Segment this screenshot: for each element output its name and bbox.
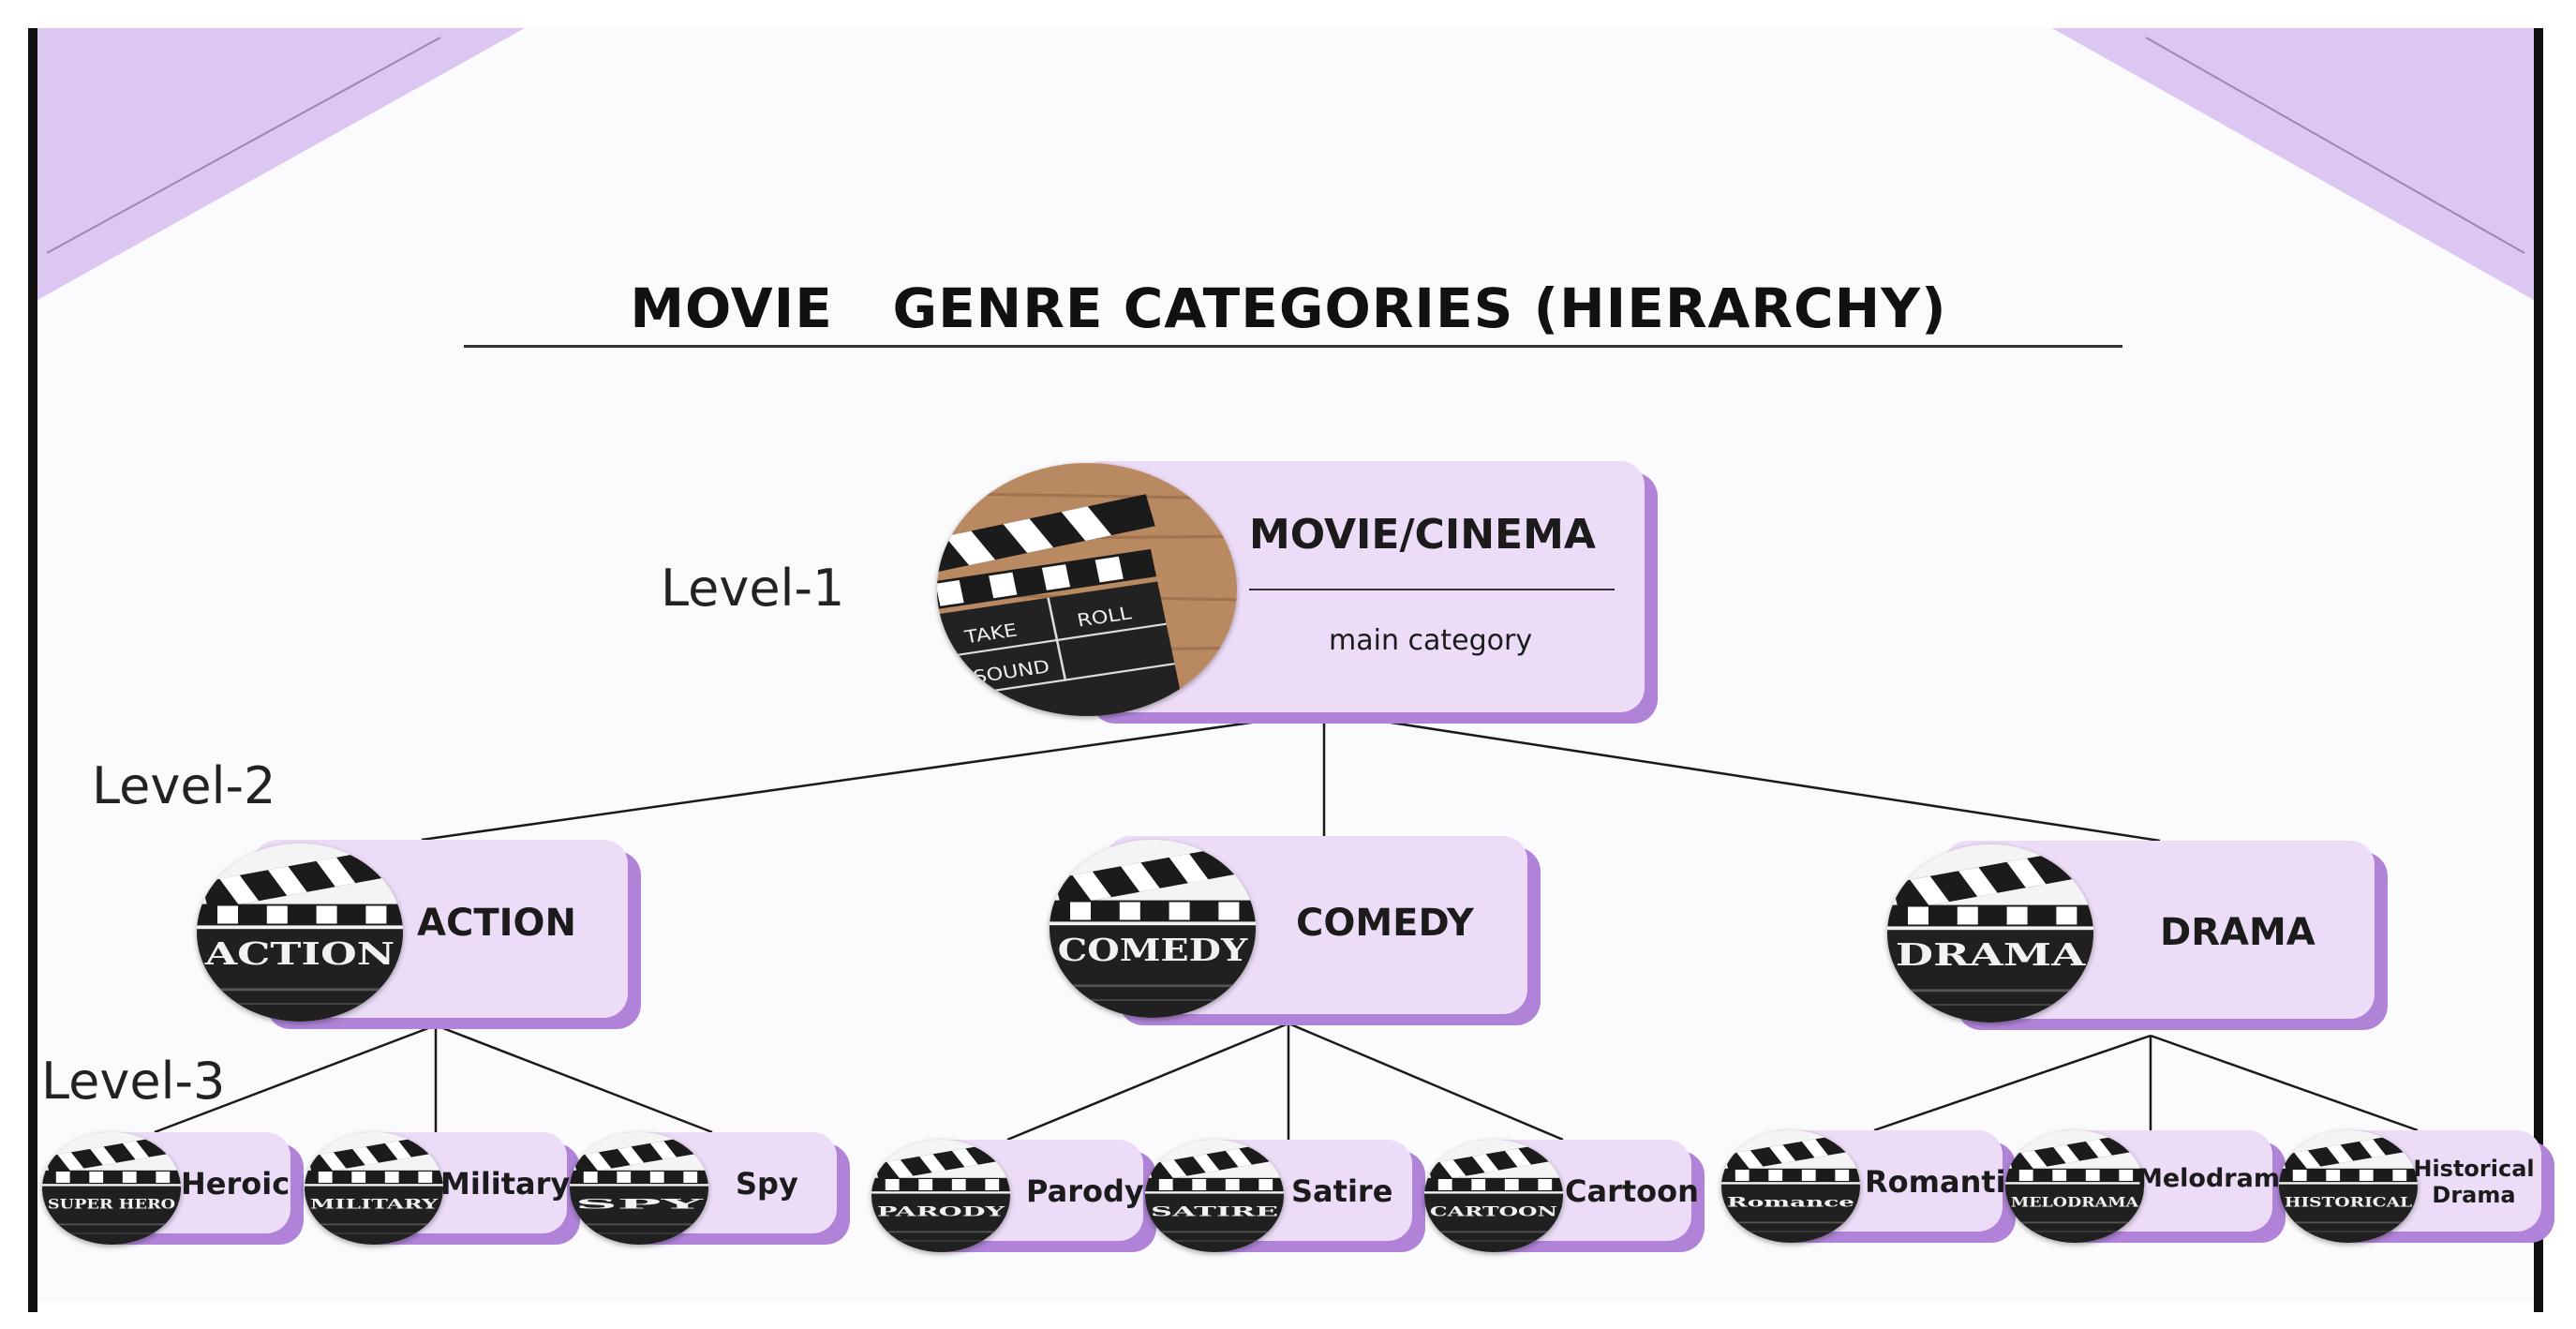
edge-comedy-to-parody bbox=[1006, 1022, 1289, 1142]
svg-text:Romance: Romance bbox=[1727, 1194, 1854, 1210]
level2-label-drama: DRAMA bbox=[2160, 911, 2315, 954]
level3-label-parody: Parody bbox=[1026, 1173, 1144, 1209]
level3-badge-spy: SPY bbox=[570, 1132, 708, 1245]
level2-badge-drama: DRAMA bbox=[1887, 844, 2093, 1023]
svg-text:PARODY: PARODY bbox=[877, 1203, 1005, 1219]
level3-badge-cartoon: CARTOON bbox=[1424, 1140, 1563, 1252]
svg-text:MILITARY: MILITARY bbox=[310, 1196, 439, 1212]
level2-label-action: ACTION bbox=[417, 902, 576, 945]
level3-label-historical-drama: Historical Drama bbox=[2413, 1156, 2535, 1208]
svg-text:MELODRAMA: MELODRAMA bbox=[2011, 1194, 2139, 1210]
root-node-divider bbox=[1249, 589, 1615, 590]
level3-label-military: Military bbox=[440, 1166, 571, 1202]
level3-label-spy: Spy bbox=[736, 1166, 798, 1202]
level3-badge-heroic: SUPER HERO bbox=[42, 1132, 181, 1245]
svg-text:SPY: SPY bbox=[575, 1196, 705, 1212]
svg-text:HISTORICAL: HISTORICAL bbox=[2285, 1194, 2412, 1210]
edge-root-to-action bbox=[421, 710, 1325, 842]
edge-drama-to-romantic bbox=[1873, 1034, 2152, 1132]
edge-action-to-spy bbox=[435, 1023, 713, 1134]
level3-badge-romantic: Romance bbox=[1721, 1130, 1860, 1243]
corner-triangle-right bbox=[2052, 28, 2534, 300]
level3-badge-parody: PARODY bbox=[871, 1140, 1010, 1252]
svg-text:SUPER HERO: SUPER HERO bbox=[48, 1196, 175, 1212]
level3-badge-melodrama: MELODRAMA bbox=[2005, 1130, 2144, 1243]
level3-badge-historical-drama: HISTORICAL bbox=[2279, 1130, 2418, 1243]
level3-label-heroic: Heroic bbox=[181, 1166, 290, 1202]
level3-label-satire: Satire bbox=[1291, 1173, 1393, 1209]
edge-action-to-heroic bbox=[154, 1023, 437, 1134]
level3-label-romantic: Romantic bbox=[1865, 1164, 2024, 1200]
svg-text:CARTOON: CARTOON bbox=[1430, 1203, 1557, 1219]
level2-label-comedy: COMEDY bbox=[1296, 902, 1474, 945]
level3-badge-military: MILITARY bbox=[305, 1132, 443, 1245]
edge-comedy-to-cartoon bbox=[1288, 1022, 1564, 1142]
level2-badge-action: ACTION bbox=[197, 844, 403, 1022]
root-node-label: MOVIE/CINEMA bbox=[1249, 511, 1596, 559]
diagram-title: MOVIE GENRE CATEGORIES (HIERARCHY) bbox=[630, 276, 1947, 340]
corner-triangle-left bbox=[37, 28, 525, 300]
level3-label-melodrama: Melodrama bbox=[2137, 1164, 2298, 1193]
level-1-label: Level-1 bbox=[661, 559, 845, 618]
root-clapperboard-badge: TAKE ROLL SOUND bbox=[937, 463, 1237, 716]
corner-line-right bbox=[2145, 37, 2525, 254]
level2-badge-comedy: COMEDY bbox=[1050, 840, 1256, 1018]
frame-border-right bbox=[2534, 28, 2543, 1312]
svg-text:ACTION: ACTION bbox=[204, 937, 395, 973]
level3-label-cartoon: Cartoon bbox=[1565, 1173, 1699, 1209]
svg-text:SATIRE: SATIRE bbox=[1151, 1203, 1278, 1219]
level-2-label: Level-2 bbox=[92, 756, 276, 815]
svg-text:COMEDY: COMEDY bbox=[1058, 933, 1249, 969]
root-node-subtitle: main category bbox=[1329, 624, 1533, 657]
edge-root-to-drama bbox=[1323, 710, 2161, 843]
corner-line-left bbox=[46, 37, 441, 254]
level3-badge-satire: SATIRE bbox=[1145, 1140, 1284, 1252]
svg-text:DRAMA: DRAMA bbox=[1896, 938, 2087, 974]
title-underline bbox=[464, 345, 2122, 348]
edge-drama-to-historical-drama bbox=[2150, 1034, 2419, 1132]
frame-border-left bbox=[28, 28, 37, 1312]
level-3-label: Level-3 bbox=[41, 1052, 226, 1111]
